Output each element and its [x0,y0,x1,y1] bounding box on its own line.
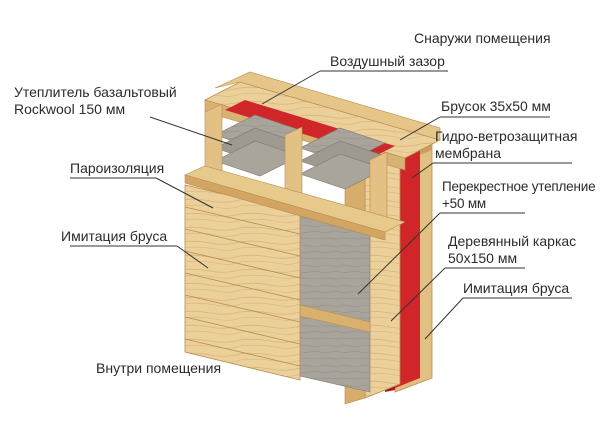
leader-cross-diag [357,212,441,295]
leader-basalt [149,116,233,146]
inner-timber-imitation [184,184,301,381]
label-membrane: Гидро-ветрозащитная мембрана [435,128,578,161]
label-timber-outer: Имитация бруса [463,280,570,296]
leader-membrane-diag [411,162,434,179]
cross-insulation [299,204,371,393]
label-basalt-insulation: Утеплитель базальтовый Rockwool 150 мм [14,84,177,117]
label-batten: Брусок 35х50 мм [441,98,551,114]
leader-air-gap-diag [261,70,321,105]
label-air-gap: Воздушный зазор [330,53,445,69]
leader-timber-outer-diag [424,297,464,340]
leader-batten-diag [399,116,441,141]
label-inside: Внутри помещения [96,360,222,376]
label-wooden-frame: Деревянный каркас 50х150 мм [448,233,577,266]
leader-vapor-diag [155,177,214,209]
leader-timber-inner-diag [176,245,209,269]
label-timber-inner: Имитация бруса [61,228,168,244]
leader-frame-diag [390,267,446,322]
label-outside: Снаружи помещения [414,30,551,46]
horizontal-batten [184,165,406,241]
label-vapor-barrier: Пароизоляция [70,160,165,176]
label-cross-insulation: Перекрестное утепление +50 мм [442,179,596,211]
leader-lines [70,70,572,340]
